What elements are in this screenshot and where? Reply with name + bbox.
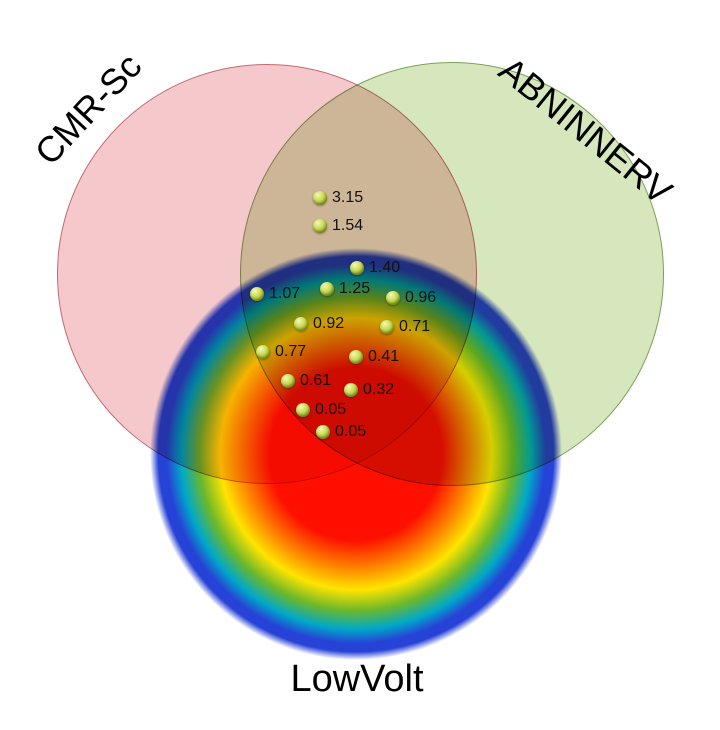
point-marker-icon <box>294 317 308 331</box>
point-marker-icon <box>296 403 310 417</box>
data-point: 0.77 <box>256 344 306 360</box>
point-marker-icon <box>380 320 394 334</box>
point-marker-icon <box>316 425 330 439</box>
point-value: 0.92 <box>313 315 345 332</box>
point-value: 1.54 <box>332 217 364 234</box>
point-marker-icon <box>350 261 364 275</box>
point-marker-icon <box>320 282 334 296</box>
data-point: 0.92 <box>294 316 344 332</box>
point-value: 0.41 <box>368 348 400 365</box>
data-point: 1.40 <box>350 260 400 276</box>
data-point: 0.05 <box>316 424 366 440</box>
data-point: 1.07 <box>250 286 300 302</box>
point-marker-icon <box>313 219 327 233</box>
data-point: 0.05 <box>296 402 346 418</box>
data-point: 1.54 <box>313 218 363 234</box>
point-value: 0.05 <box>315 401 347 418</box>
abninnerv-circle <box>240 62 664 486</box>
point-value: 0.32 <box>363 381 395 398</box>
data-point: 3.15 <box>313 190 363 206</box>
point-value: 0.61 <box>300 372 332 389</box>
point-value: 0.77 <box>275 343 307 360</box>
point-value: 1.07 <box>269 285 301 302</box>
point-marker-icon <box>256 345 270 359</box>
point-marker-icon <box>344 383 358 397</box>
set-label-lowvolt: LowVolt <box>290 658 424 700</box>
point-value: 0.71 <box>399 318 431 335</box>
point-value: 3.15 <box>332 189 364 206</box>
point-marker-icon <box>250 287 264 301</box>
point-marker-icon <box>349 350 363 364</box>
data-point: 0.61 <box>281 373 331 389</box>
point-marker-icon <box>313 191 327 205</box>
point-value: 0.05 <box>335 423 367 440</box>
point-value: 1.25 <box>339 280 371 297</box>
point-marker-icon <box>281 374 295 388</box>
point-value: 0.96 <box>405 289 437 306</box>
data-point: 1.25 <box>320 281 370 297</box>
data-point: 0.41 <box>349 349 399 365</box>
data-point: 0.32 <box>344 382 394 398</box>
data-point: 0.71 <box>380 319 430 335</box>
data-point: 0.96 <box>386 290 436 306</box>
point-value: 1.40 <box>369 259 401 276</box>
point-marker-icon <box>386 291 400 305</box>
